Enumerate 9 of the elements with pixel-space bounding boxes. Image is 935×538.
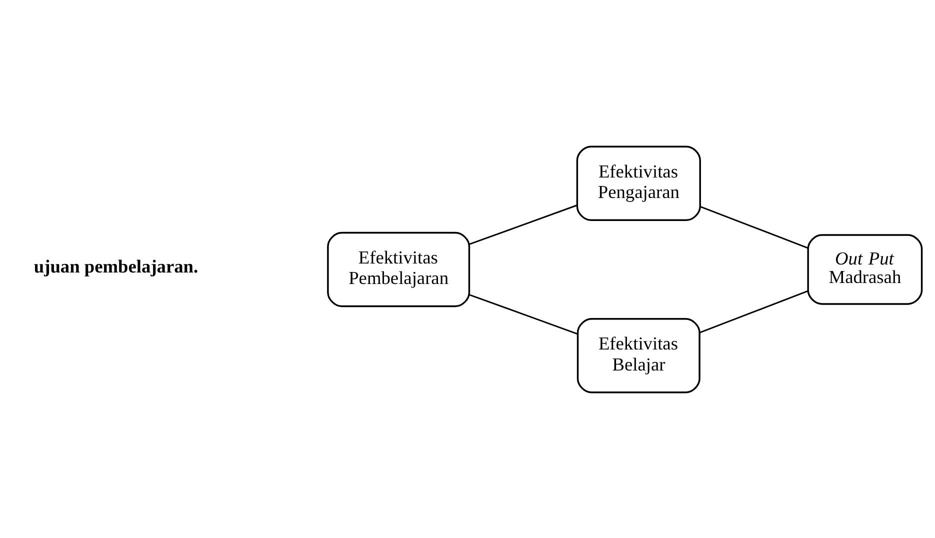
connector (700, 205, 808, 248)
connector (469, 294, 578, 334)
label: ujuan pembelajaran. (34, 256, 198, 276)
node-box: Efektivitas Pengajaran (576, 145, 701, 220)
connector (699, 290, 808, 333)
connector (469, 204, 578, 244)
node-box: Efektivitas Belajar (576, 318, 700, 393)
node-box: Efektivitas Pembelajaran (327, 231, 470, 307)
node-box: Out Put Madrasah (807, 234, 923, 304)
